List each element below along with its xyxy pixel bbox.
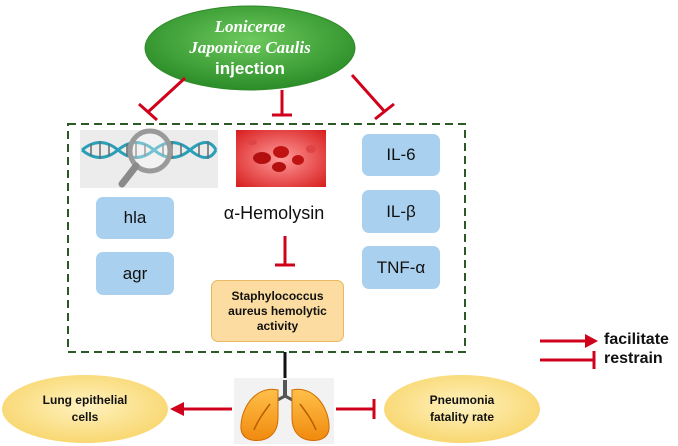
- staph-line3: activity: [256, 318, 299, 333]
- staph-hemolytic-box: Staphylococcus aureus hemolytic activity: [211, 280, 344, 342]
- inhibit-arrow-staph: [275, 236, 295, 267]
- inhibit-arrow-cytokines: [350, 74, 395, 121]
- cytokine-box-il6: IL-6: [362, 134, 440, 176]
- lung-epithelial-label: Lung epithelial cells: [20, 392, 150, 426]
- drug-label: Lonicerae Japonicae Caulis injection: [150, 16, 350, 79]
- legend-restrain-symbol: [540, 351, 596, 369]
- restrain-arrow-pneumonia: [336, 399, 376, 419]
- lung-epithelial-line2: cells: [71, 410, 99, 424]
- facilitate-arrow-lung-epithelial: [170, 402, 232, 416]
- hemolysin-label: α-Hemolysin: [223, 203, 325, 223]
- lung-epithelial-oval: [2, 375, 168, 443]
- legend-facilitate-label: facilitate: [604, 331, 669, 348]
- red-blood-cells-icon: [236, 130, 326, 187]
- legend-restrain-label: restrain: [604, 350, 663, 367]
- drug-name-line1: Lonicerae: [214, 17, 286, 36]
- staph-line1: Staphylococcus: [231, 288, 324, 303]
- lung-epithelial-line1: Lung epithelial: [42, 393, 128, 407]
- inhibit-arrow-hemolysin: [272, 90, 292, 117]
- staph-line2: aureus hemolytic: [228, 303, 327, 318]
- drug-ellipse: [144, 5, 356, 91]
- pneumonia-oval: [384, 375, 540, 443]
- cytokine-box-ilb: IL-β: [362, 190, 440, 233]
- mechanism-dashed-box: [67, 123, 466, 353]
- cytokine-box-tnfa: TNF-α: [362, 246, 440, 289]
- pneumonia-line1: Pneumonia: [429, 393, 495, 407]
- drug-name-line2: Japonicae Caulis: [189, 38, 311, 57]
- inhibit-arrow-genes: [138, 76, 187, 122]
- pneumonia-label: Pneumonia fatality rate: [400, 392, 524, 426]
- gene-box-agr: agr: [96, 252, 174, 295]
- drug-form: injection: [215, 59, 285, 78]
- pneumonia-line2: fatality rate: [429, 410, 495, 424]
- legend-facilitate-arrow: [540, 334, 598, 348]
- gene-box-hla: hla: [96, 197, 174, 239]
- dna-magnifier-icon: [80, 128, 218, 188]
- lungs-icon: [234, 378, 334, 444]
